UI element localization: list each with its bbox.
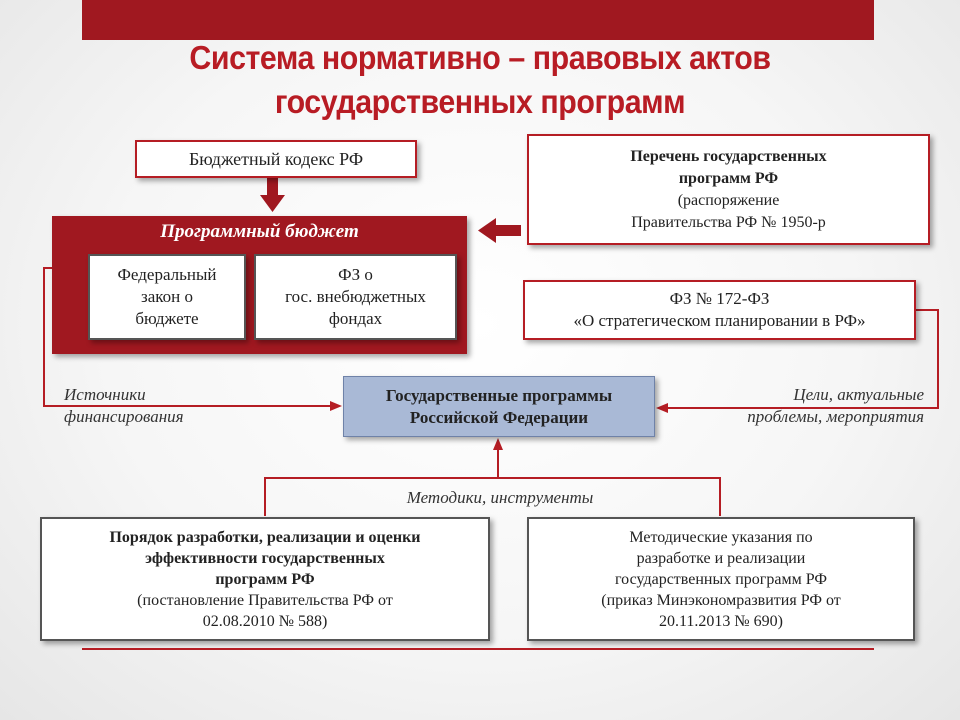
title-line-1: Система нормативно – правовых актов: [189, 39, 771, 76]
fz172-line-2: «О стратегическом планировании в РФ»: [573, 311, 866, 330]
top-band: [82, 0, 874, 40]
title-line-2: государственных программ: [274, 83, 686, 120]
federal-law-line-2: закон о: [140, 287, 193, 306]
goals-label: Цели, актуальные проблемы, мероприятия: [680, 384, 924, 428]
federal-law-line-3: бюджете: [135, 309, 199, 328]
program-budget-container: Программный бюджет Федеральный закон о б…: [52, 216, 467, 354]
fz-funds-line-3: фондах: [328, 309, 383, 328]
arrow-programs-list-shaft: [495, 225, 521, 236]
guidelines-line-1: Методические указания по: [629, 528, 813, 546]
bottom-rule: [82, 648, 874, 650]
sources-line-1: Источники: [64, 385, 146, 404]
procedure-line-3: программ РФ: [215, 570, 315, 588]
arrow-budget-code-head: [260, 195, 285, 212]
line-methods: [264, 477, 721, 516]
page-title: Система нормативно – правовых актов госу…: [94, 36, 867, 124]
programs-list-box: Перечень государственных программ РФ (ра…: [527, 134, 930, 245]
programs-list-line-3: (распоряжение: [677, 191, 780, 209]
programs-list-line-1: Перечень государственных: [630, 147, 827, 165]
guidelines-line-4: (приказ Минэкономразвития РФ от: [601, 591, 841, 609]
program-budget-title: Программный бюджет: [160, 221, 359, 242]
goals-line-1: Цели, актуальные: [793, 385, 924, 404]
programs-list-line-4: Правительства РФ № 1950-р: [631, 213, 826, 231]
line-goals: [668, 309, 939, 409]
methods-label: Методики, инструменты: [406, 488, 594, 507]
guidelines-box: Методические указания по разработке и ре…: [527, 517, 915, 641]
procedure-line-1: Порядок разработки, реализации и оценки: [109, 528, 421, 546]
state-programs-line-1: Государственные программы: [385, 385, 613, 405]
sources-label: Источники финансирования: [64, 384, 264, 428]
budget-code-label: Бюджетный кодекс РФ: [188, 149, 364, 169]
goals-line-2: проблемы, мероприятия: [747, 407, 924, 426]
budget-code-box: Бюджетный кодекс РФ: [135, 140, 417, 178]
fz-funds-box: ФЗ о гос. внебюджетных фондах: [254, 254, 457, 340]
programs-list-line-2: программ РФ: [678, 169, 779, 187]
arrow-programs-list-head: [478, 218, 496, 243]
procedure-line-2: эффективности государственных: [145, 549, 385, 567]
line-sources: [43, 267, 330, 407]
fz172-line-1: ФЗ № 172-ФЗ: [669, 289, 770, 308]
federal-law-box: Федеральный закон о бюджете: [88, 254, 246, 340]
state-programs-line-2: Российской Федерации: [409, 407, 589, 427]
arrow-budget-code-shaft: [267, 176, 278, 196]
arrowhead-methods: [493, 438, 503, 450]
procedure-line-4: (постановление Правительства РФ от: [137, 591, 393, 609]
fz172-box: ФЗ № 172-ФЗ «О стратегическом планирован…: [523, 280, 916, 340]
arrowhead-sources: [330, 401, 342, 411]
fz-funds-line-1: ФЗ о: [338, 265, 373, 284]
guidelines-line-2: разработке и реализации: [636, 549, 806, 567]
procedure-box: Порядок разработки, реализации и оценки …: [40, 517, 490, 641]
fz-funds-line-2: гос. внебюджетных: [285, 287, 426, 306]
federal-law-line-1: Федеральный: [117, 265, 217, 284]
guidelines-line-5: 20.11.2013 № 690): [659, 612, 783, 630]
sources-line-2: финансирования: [64, 407, 184, 426]
arrowhead-goals: [656, 403, 668, 413]
state-programs-box: Государственные программы Российской Фед…: [343, 376, 655, 437]
guidelines-line-3: государственных программ РФ: [615, 570, 827, 588]
procedure-line-5: 02.08.2010 № 588): [202, 612, 328, 630]
